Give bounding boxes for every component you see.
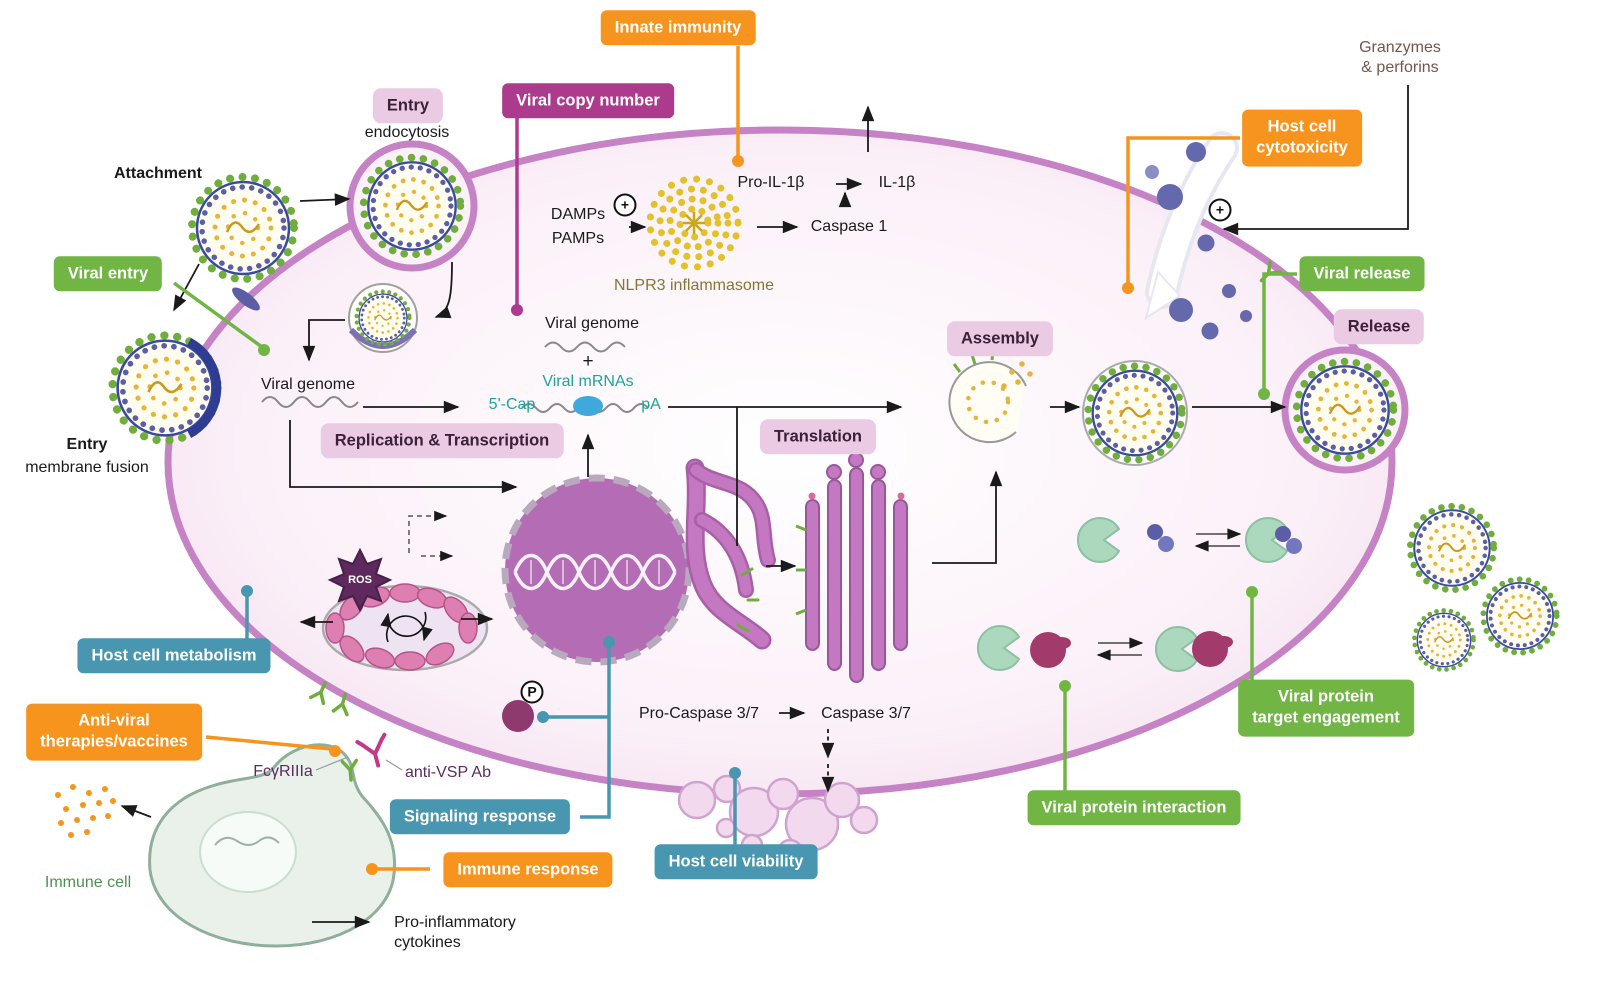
immune-response-badge: Immune response xyxy=(443,852,613,888)
endosome-membrane-arc xyxy=(348,327,418,349)
antibody-icon xyxy=(355,732,394,772)
innate-immunity-badge: Innate immunity xyxy=(600,10,756,46)
assay-connectors xyxy=(172,46,1297,875)
endocytosis-label: endocytosis xyxy=(364,124,450,141)
fusion-arc xyxy=(186,338,222,438)
secreted-cytokine-dots xyxy=(55,784,116,838)
fcgr-label: FcγRIIIa xyxy=(253,763,313,780)
viral-protein-target-badge: Viral protein target engagement xyxy=(1238,679,1414,737)
granzymes-perforins-label: Granzymes & perforins xyxy=(1359,39,1441,76)
anti-viral-therapies-badge: Anti-viral therapies/vaccines xyxy=(26,703,202,761)
anti-vsp-label: anti-VSP Ab xyxy=(405,764,491,781)
pro-il1b-label: Pro-IL-1β xyxy=(737,174,805,191)
nlpr3-label: NLPR3 inflammasome xyxy=(613,277,775,294)
phospho-protein-icon xyxy=(502,700,534,732)
host-cell-viability-badge: Host cell viability xyxy=(654,844,818,880)
replication-intermediate-arrows xyxy=(408,510,454,562)
virion-released-2 xyxy=(1414,610,1473,669)
host-cell-cytotoxicity-badge: Host cell cytotoxicity xyxy=(1242,109,1362,167)
cap-label: 5'-Cap xyxy=(488,396,536,413)
host-cell-membrane xyxy=(164,126,1409,866)
golgi-apparatus xyxy=(795,452,908,683)
damps-label: DAMPs xyxy=(550,206,606,223)
viral-copy-number-badge: Viral copy number xyxy=(502,83,674,119)
cytotoxic-granules xyxy=(1145,142,1252,340)
endoplasmic-reticulum xyxy=(685,458,776,650)
immune-cell-shape xyxy=(148,743,397,948)
pa-label: pA xyxy=(641,396,661,413)
viral-release-badge: Viral release xyxy=(1299,256,1425,292)
attachment-label: Attachment xyxy=(113,165,203,182)
il1b-label: IL-1β xyxy=(878,174,916,191)
mitochondrion xyxy=(321,583,489,672)
activation-plus-icon: + xyxy=(1208,198,1232,222)
immune-cell-label: Immune cell xyxy=(44,874,132,891)
viral-genome-center-label: Viral genome xyxy=(545,315,639,332)
caspase1-label: Caspase 1 xyxy=(810,218,888,235)
virion-released-1 xyxy=(1410,506,1494,590)
entry-fusion-label: Entry xyxy=(66,436,108,453)
dna-helix-icon xyxy=(513,553,677,591)
caspase37-label: Caspase 3/7 xyxy=(821,705,911,722)
membrane-fusion-label: membrane fusion xyxy=(25,459,149,476)
label-pointer-lines xyxy=(315,756,403,771)
phosphate-p-icon: P xyxy=(520,680,544,704)
pro-caspase37-label: Pro-Caspase 3/7 xyxy=(638,705,760,722)
activation-plus-icon: + xyxy=(613,193,637,217)
entry-endocytosis-badge: Entry xyxy=(372,88,444,124)
viral-mrnas-label: Viral mRNAs xyxy=(542,373,634,390)
pamps-label: PAMPs xyxy=(551,230,605,247)
virus-particles xyxy=(112,158,1556,670)
viral-entry-badge: Viral entry xyxy=(53,256,163,292)
viral-genome-left-label: Viral genome xyxy=(261,376,355,393)
signaling-response-badge: Signaling response xyxy=(389,799,571,835)
attachment-receptor-patch xyxy=(232,287,260,311)
replication-transcription-badge: Replication & Transcription xyxy=(320,423,564,459)
degranulation-swoosh-icon xyxy=(1144,131,1239,321)
translation-badge: Translation xyxy=(759,419,877,455)
nlpr3-inflammasome-icon xyxy=(646,175,742,271)
viral-protein-interaction-badge: Viral protein interaction xyxy=(1027,790,1241,826)
viral-protein-shapes xyxy=(976,517,1302,672)
release-badge: Release xyxy=(1333,309,1425,345)
pro-inflammatory-label: Pro-inflammatory cytokines xyxy=(394,914,516,951)
virion-attachment xyxy=(192,177,294,279)
ribosome-cap-icon xyxy=(573,396,603,416)
ros-star-icon xyxy=(327,547,393,613)
host-cell-metabolism-badge: Host cell metabolism xyxy=(77,638,271,674)
nucleus xyxy=(501,474,693,666)
flow-arrows xyxy=(120,85,1409,929)
ros-label: ROS xyxy=(348,574,372,587)
assembly-badge: Assembly xyxy=(947,321,1053,357)
plus-label: + xyxy=(582,351,594,373)
virion-released-3 xyxy=(1483,579,1556,652)
